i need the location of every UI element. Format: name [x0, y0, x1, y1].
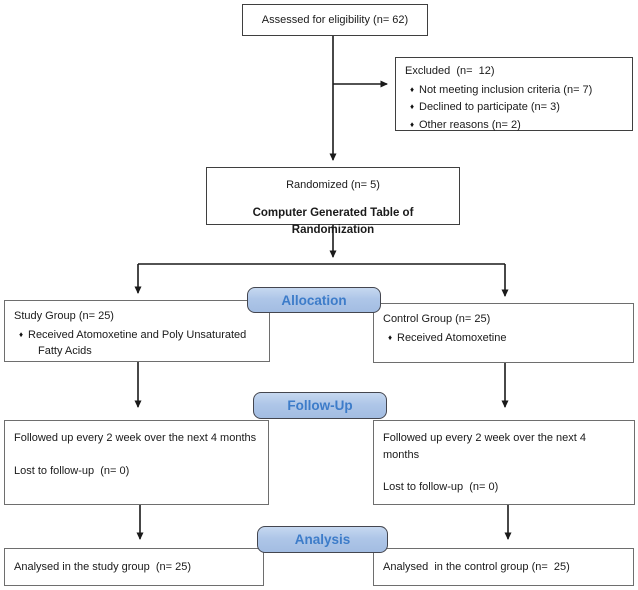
control-group-list: ♦ Received Atomoxetine: [383, 330, 624, 347]
analysis-stage-badge: Analysis: [257, 526, 388, 553]
study-analysis-label: Analysed in the study group (n= 25): [14, 561, 192, 573]
randomized-box: Randomized (n= 5) Computer Generated Tab…: [206, 167, 460, 236]
list-item: ♦ Other reasons (n= 2): [405, 117, 623, 134]
control-group-title: Control Group (n= 25): [383, 313, 491, 325]
study-lost-followup-text: Lost to follow-up (n= 0): [14, 464, 130, 477]
list-item: ♦ Received Atomoxetine and Poly Unsatura…: [14, 327, 260, 360]
study-followup-text: Followed up every 2 week over the next 4…: [14, 432, 257, 444]
diamond-bullet-icon: ♦: [409, 102, 415, 111]
study-followup-box: Followed up every 2 week over the next 4…: [4, 420, 269, 505]
excluded-item: Not meeting inclusion criteria (n= 7): [419, 83, 593, 96]
study-group-box: Study Group (n= 25) ♦ Received Atomoxeti…: [4, 300, 270, 362]
list-item: ♦ Not meeting inclusion criteria (n= 7): [405, 82, 623, 99]
followup-stage-label: Follow-Up: [287, 398, 353, 413]
control-lost-followup-text: Lost to follow-up (n= 0): [383, 481, 499, 493]
excluded-list: ♦ Not meeting inclusion criteria (n= 7) …: [405, 82, 623, 134]
study-group-title: Study Group (n= 25): [14, 310, 114, 322]
followup-stage-badge: Follow-Up: [253, 392, 387, 419]
study-group-list: ♦ Received Atomoxetine and Poly Unsatura…: [14, 327, 260, 360]
excluded-title: Excluded (n= 12): [405, 65, 495, 77]
control-followup-text: Followed up every 2 week over the next 4…: [383, 432, 590, 461]
spacer: [383, 463, 625, 479]
list-item: ♦ Received Atomoxetine: [383, 330, 624, 347]
control-group-box: Control Group (n= 25) ♦ Received Atomoxe…: [373, 303, 634, 363]
control-analysis-box: Analysed in the control group (n= 25): [373, 548, 634, 586]
diamond-bullet-icon: ♦: [387, 332, 393, 342]
study-analysis-box: Analysed in the study group (n= 25): [4, 548, 264, 586]
control-analysis-label: Analysed in the control group (n= 25): [383, 561, 570, 573]
excluded-item: Declined to participate (n= 3): [419, 101, 560, 113]
analysis-stage-label: Analysis: [294, 532, 351, 547]
excluded-box: Excluded (n= 12) ♦ Not meeting inclusion…: [395, 57, 633, 131]
study-group-item: Received Atomoxetine and Poly Unsaturate…: [28, 328, 250, 358]
control-group-item: Received Atomoxetine: [397, 331, 507, 344]
randomization-method-label: Computer Generated Table of Randomizatio…: [252, 206, 417, 236]
assessed-eligibility-label: Assessed for eligibility (n= 62): [261, 13, 409, 26]
allocation-stage-badge: Allocation: [247, 287, 381, 313]
diamond-bullet-icon: ♦: [18, 329, 24, 339]
diamond-bullet-icon: ♦: [409, 84, 415, 94]
list-item: ♦ Declined to participate (n= 3): [405, 99, 623, 116]
allocation-stage-label: Allocation: [281, 292, 347, 308]
excluded-item: Other reasons (n= 2): [419, 118, 521, 131]
randomized-label: Randomized (n= 5): [286, 179, 380, 191]
spacer: [14, 447, 259, 463]
control-followup-box: Followed up every 2 week over the next 4…: [373, 420, 635, 505]
assessed-eligibility-box: Assessed for eligibility (n= 62): [242, 4, 428, 36]
diamond-bullet-icon: ♦: [409, 119, 415, 129]
